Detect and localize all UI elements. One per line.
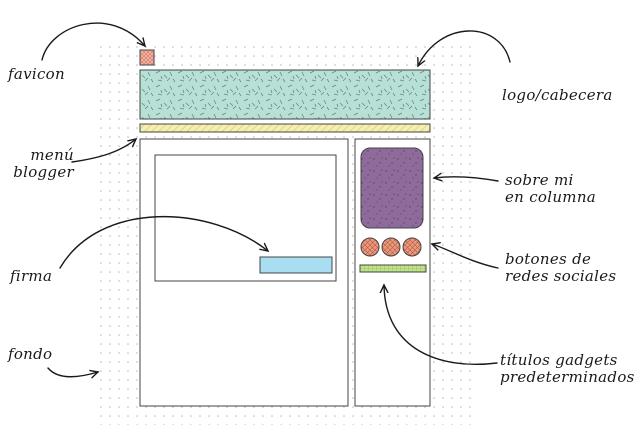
social-button-3 bbox=[402, 237, 422, 257]
label-menu-line1: menú bbox=[30, 146, 74, 164]
favicon-box bbox=[139, 49, 155, 66]
gadget-title-bar bbox=[359, 264, 427, 273]
arrow-about-me bbox=[434, 177, 499, 182]
label-logo: logo/cabecera bbox=[502, 86, 613, 104]
label-favicon: favicon bbox=[8, 65, 65, 83]
social-button-2 bbox=[381, 237, 401, 257]
label-titles-line1: títulos gadgets bbox=[500, 351, 618, 369]
arrow-social bbox=[432, 244, 499, 269]
label-about-me-line2: en columna bbox=[505, 188, 597, 206]
about-me-box bbox=[360, 147, 424, 229]
arrow-logo bbox=[418, 30, 511, 66]
arrow-menu bbox=[71, 139, 136, 163]
label-background: fondo bbox=[8, 345, 53, 363]
label-menu-line2: blogger bbox=[13, 163, 74, 181]
menu-bar bbox=[139, 123, 431, 133]
label-menu: menú blogger bbox=[4, 147, 74, 181]
signature-box bbox=[259, 256, 333, 274]
label-social-line2: redes sociales bbox=[505, 267, 617, 285]
arrow-favicon bbox=[41, 22, 145, 61]
social-button-1 bbox=[360, 237, 380, 257]
arrow-signature bbox=[59, 215, 268, 269]
arrow-fondo bbox=[47, 367, 98, 377]
label-about-me-line1: sobre mi bbox=[505, 171, 574, 189]
label-titles-line2: predeterminados bbox=[500, 368, 635, 386]
label-signature: firma bbox=[10, 267, 53, 285]
arrow-titles bbox=[384, 285, 498, 365]
label-about-me: sobre mi en columna bbox=[505, 172, 596, 206]
label-social-buttons: botones de redes sociales bbox=[505, 251, 616, 285]
label-social-line1: botones de bbox=[505, 250, 592, 268]
label-gadget-titles: títulos gadgets predeterminados bbox=[500, 352, 635, 386]
header-banner bbox=[139, 69, 431, 120]
